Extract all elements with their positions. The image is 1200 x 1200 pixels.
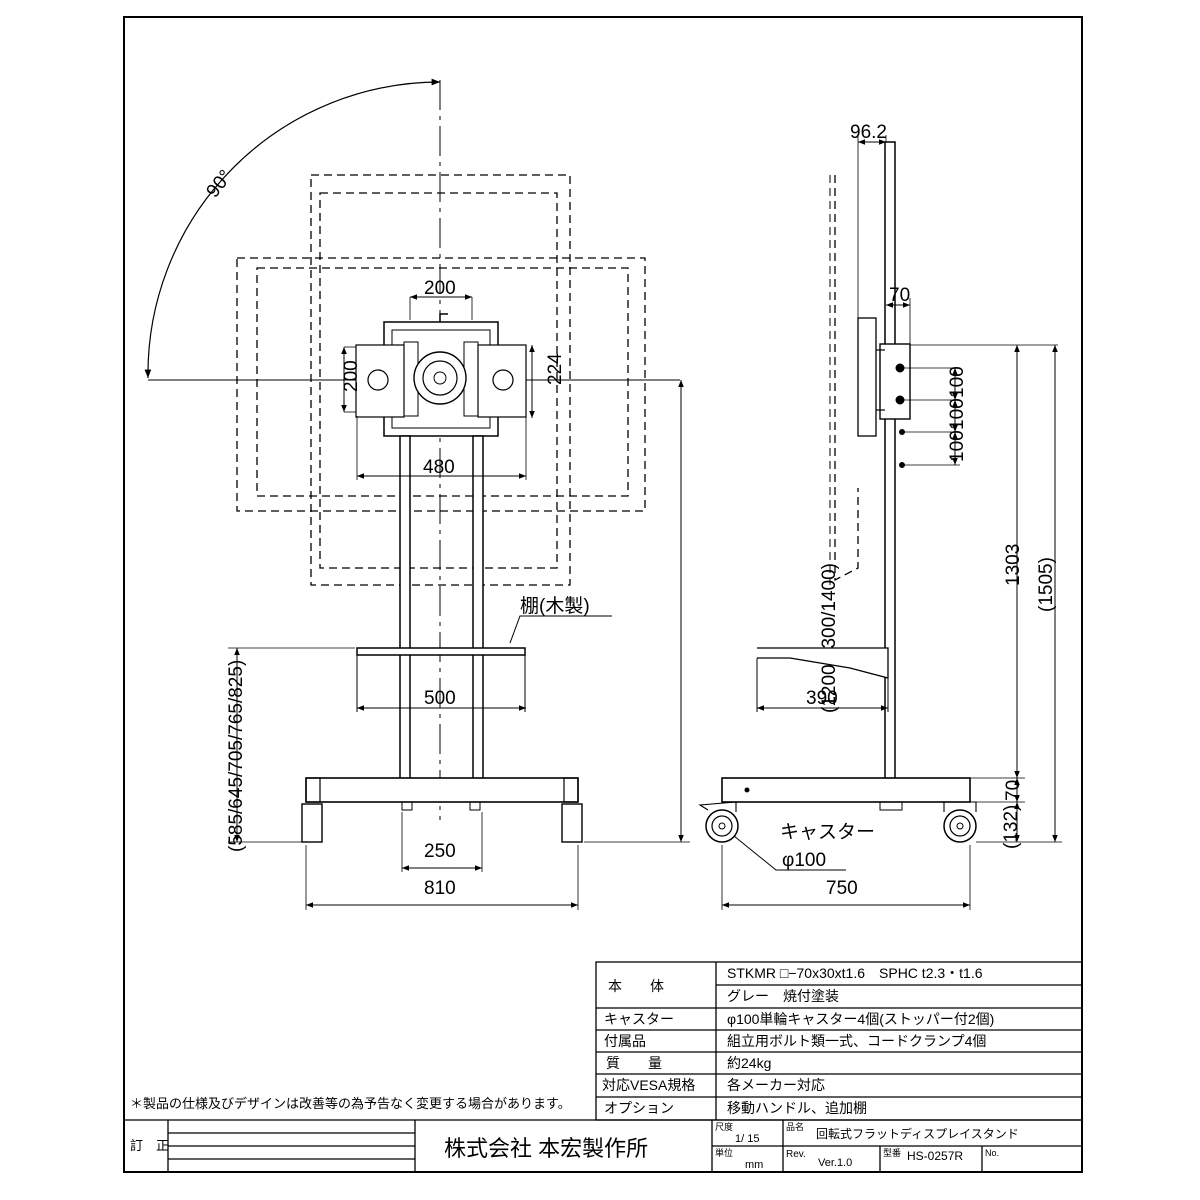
center-height-label: 1303 (1003, 544, 1024, 586)
caster-label: キャスター (780, 821, 875, 843)
pole-gap-label: 250 (424, 841, 456, 862)
spec-label-options: オプション (604, 1100, 674, 1116)
spec-value-options: 移動ハンドル、追加棚 (727, 1100, 867, 1116)
mount-width-label: 480 (423, 457, 455, 478)
spec-value-weight: 約24kg (727, 1055, 771, 1071)
side-view-labels: 96.2 70 100 100 100 1303 (1505) 390 70 (… (780, 122, 1057, 899)
front-view-labels: 90° 200 200 224 480 (1200/1300/1400) 棚(木… (202, 166, 840, 899)
product-label: 品名 (786, 1121, 804, 1132)
revision-label: 訂 正 (130, 1138, 169, 1153)
unit-label: 単位 (715, 1147, 733, 1158)
product-name: 回転式フラットディスプレイスタンド (816, 1126, 1019, 1141)
spec-value-finish: グレー 焼付塗装 (727, 988, 839, 1004)
shelf-material-label: 棚(木製) (520, 595, 590, 617)
shelf-height-label: (585/645/705/765/825) (226, 660, 247, 852)
caster-diameter-label: φ100 (782, 850, 826, 871)
spec-value-caster: φ100単輪キャスター4個(ストッパー付2個) (727, 1011, 994, 1027)
total-height-label: (1505) (1036, 557, 1057, 612)
spec-value-vesa: 各メーカー対応 (727, 1077, 825, 1093)
spec-label-body: 本 体 (608, 978, 664, 994)
hole-spacing-1-label: 100 (947, 366, 968, 398)
spec-label-vesa: 対応VESA規格 (602, 1077, 695, 1093)
mount-height-label: 224 (545, 353, 566, 385)
shelf-width-label: 500 (424, 688, 456, 709)
base-total-label: (132) (1001, 805, 1022, 849)
company-name: 株式会社 本宏製作所 (444, 1136, 648, 1161)
offset-label: 96.2 (850, 122, 887, 143)
spec-label-caster: キャスター (604, 1011, 674, 1027)
spec-label-weight: 質 量 (606, 1055, 662, 1071)
pole-to-plate-label: 70 (889, 285, 910, 306)
base-width-label: 810 (424, 878, 456, 899)
hole-spacing-3-label: 100 (947, 430, 968, 462)
rev-value: Ver.1.0 (818, 1157, 852, 1169)
spec-label-accessories: 付属品 (604, 1033, 646, 1049)
scale-label: 尺度 (715, 1121, 733, 1132)
model-label: 型番 (883, 1147, 901, 1158)
vesa-vertical-label: 200 (341, 360, 362, 392)
title-block (124, 1119, 1082, 1172)
spec-value-body: STKMR □−70x30xt1.6 SPHC t2.3・t1.6 (727, 965, 983, 981)
shelf-depth-label: 390 (806, 688, 838, 709)
front-view (144, 78, 690, 910)
sheet-border (123, 16, 1083, 1173)
model-number: HS-0257R (907, 1149, 963, 1163)
base-depth-label: 750 (826, 878, 858, 899)
rev-label: Rev. (786, 1149, 806, 1160)
spec-value-accessories: 組立用ボルト類一式、コードクランプ4個 (727, 1033, 986, 1049)
total-height-label: (1200/1300/1400) (819, 563, 840, 713)
base-height-label: 70 (1003, 780, 1024, 801)
title-block-text: 訂 正 株式会社 本宏製作所 尺度 1/ 15 品名 回転式フラットディスプレイ… (130, 1121, 1019, 1171)
spec-table-text: 本 体 STKMR □−70x30xt1.6 SPHC t2.3・t1.6 グレ… (602, 965, 994, 1116)
number-label: No. (985, 1148, 999, 1158)
vesa-horizontal-label: 200 (424, 278, 456, 299)
side-view (698, 135, 1062, 910)
hole-spacing-2-label: 100 (947, 398, 968, 430)
disclaimer-notice: ＊製品の仕様及びデザインは改善等の為予告なく変更する場合があります。 (130, 1096, 571, 1111)
unit-value: mm (745, 1159, 763, 1171)
spec-table (595, 961, 1083, 1121)
scale-value: 1/ 15 (735, 1133, 759, 1145)
